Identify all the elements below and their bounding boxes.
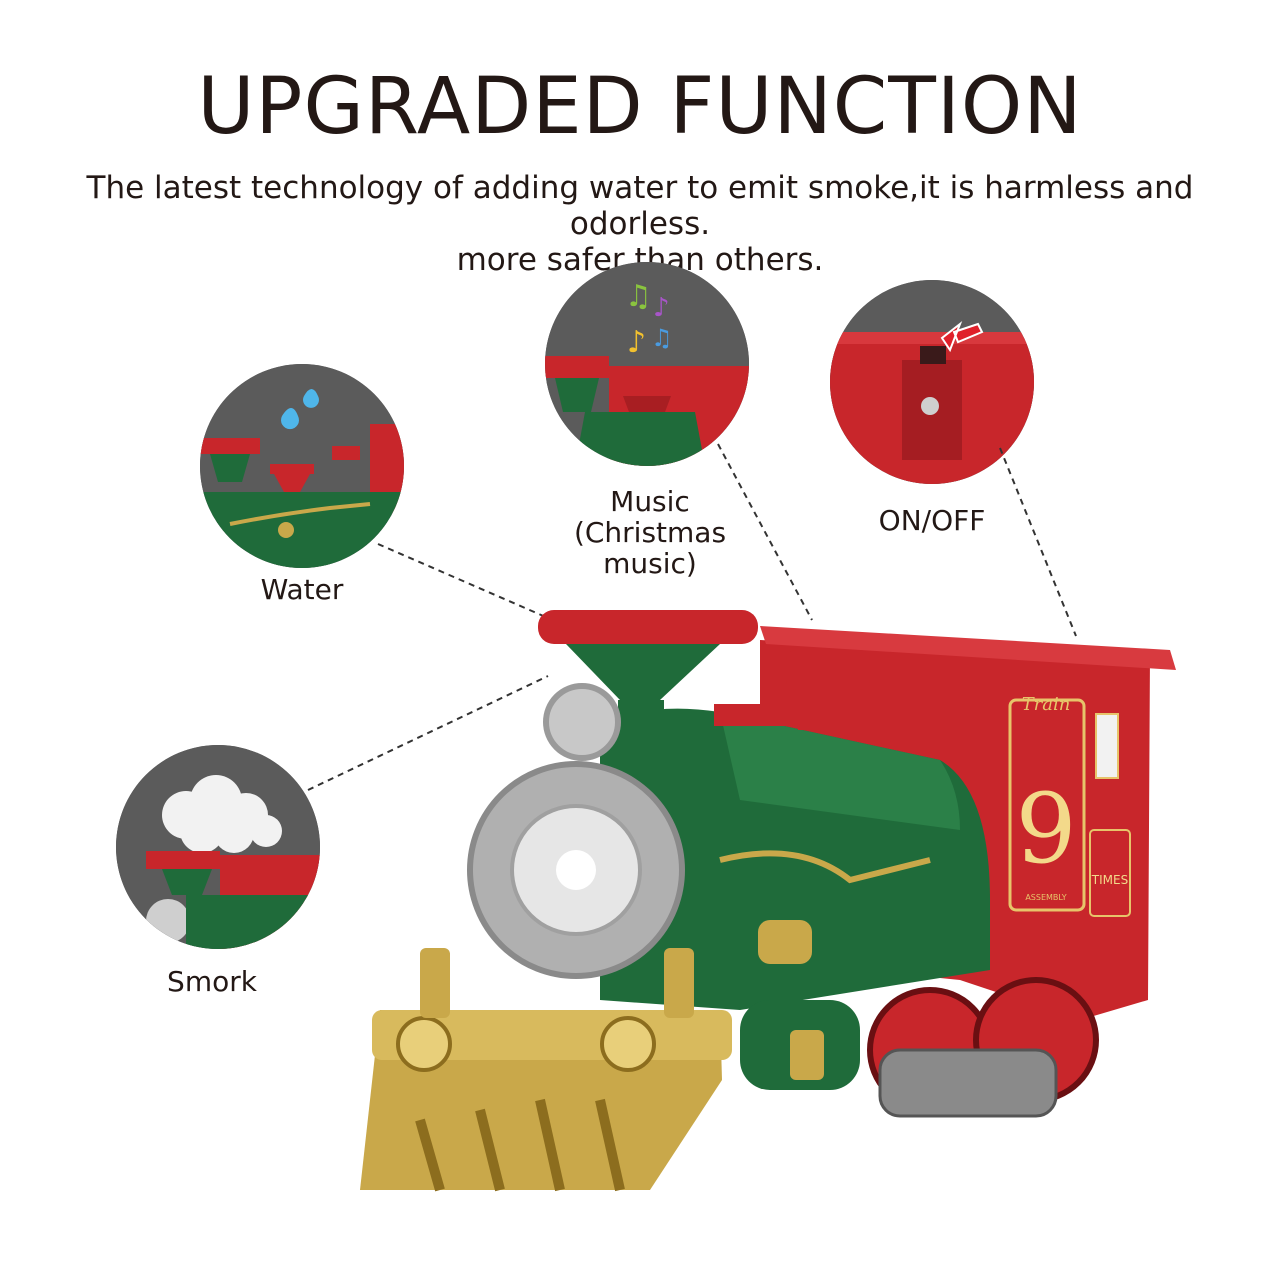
power-switch bbox=[920, 346, 946, 364]
cab-small-text: ASSEMBLY bbox=[1025, 893, 1066, 902]
music-note-icon-3: ♪ bbox=[627, 325, 646, 360]
second-dome bbox=[714, 704, 804, 726]
cab-number-panel bbox=[1008, 698, 1086, 912]
water-callout-circle bbox=[200, 364, 404, 568]
smoke-cloud-icon bbox=[162, 775, 282, 853]
side-cylinder bbox=[740, 1000, 860, 1090]
rear-wheel bbox=[973, 977, 1099, 1103]
steam-dome bbox=[786, 650, 870, 690]
water-detail-image bbox=[200, 364, 404, 568]
music-label-line-2: (Christmas bbox=[573, 516, 727, 549]
music-note-icon-4: ♫ bbox=[651, 324, 673, 352]
smokestack-cap bbox=[538, 610, 758, 644]
feature-label-water: Water bbox=[260, 573, 344, 606]
page-subtitle: The latest technology of adding water to… bbox=[20, 170, 1260, 278]
page-title: UPGRADED FUNCTION bbox=[197, 62, 1083, 152]
boiler-front-face bbox=[467, 761, 685, 979]
left-buffer bbox=[396, 1016, 452, 1072]
screw-icon bbox=[921, 397, 939, 415]
music-callout-circle: ♫ ♪ ♪ ♫ bbox=[545, 262, 749, 466]
feature-label-smoke: Smork bbox=[167, 965, 257, 998]
train-cab bbox=[760, 640, 1150, 1020]
water-drop-icon-small bbox=[303, 389, 319, 408]
cab-number-text: 9 bbox=[1015, 773, 1076, 885]
arrow-pointer-icon bbox=[940, 321, 984, 353]
feature-label-onoff: ON/OFF bbox=[878, 504, 986, 537]
smokestack-funnel bbox=[566, 644, 720, 700]
smoke-detail-image bbox=[116, 745, 320, 949]
onoff-callout-circle bbox=[830, 280, 1034, 484]
water-drop-icon bbox=[281, 408, 299, 430]
feature-label-music: Music (Christmas music) bbox=[560, 486, 740, 579]
music-label-line-3: music) bbox=[603, 547, 697, 580]
music-note-icon: ♫ bbox=[625, 279, 652, 314]
train-roof bbox=[760, 626, 1176, 670]
cab-window bbox=[1095, 713, 1119, 779]
train-boiler bbox=[600, 708, 990, 1010]
subtitle-line-1: The latest technology of adding water to… bbox=[86, 170, 1194, 242]
cab-badge bbox=[1089, 829, 1131, 917]
cowcatcher-bars bbox=[415, 1098, 625, 1192]
front-wheel bbox=[867, 987, 993, 1113]
gold-cylinder bbox=[758, 920, 812, 964]
boiler-front-disc bbox=[510, 804, 642, 936]
headlamp bbox=[543, 683, 621, 761]
smoke-leader-line bbox=[307, 675, 549, 791]
onoff-detail-image bbox=[830, 280, 1034, 484]
music-label-line-1: Music bbox=[610, 485, 690, 518]
music-note-icon-2: ♪ bbox=[653, 293, 670, 323]
connecting-rod bbox=[878, 1048, 1058, 1118]
music-detail-image: ♫ ♪ ♪ ♫ bbox=[545, 262, 749, 466]
cowcatcher bbox=[360, 1010, 722, 1190]
gold-pipe bbox=[719, 850, 931, 884]
cab-brand-text: Train bbox=[1022, 694, 1071, 715]
cab-badge-text: TIMES bbox=[1091, 873, 1128, 887]
right-buffer bbox=[600, 1016, 656, 1072]
smoke-callout-circle bbox=[116, 745, 320, 949]
